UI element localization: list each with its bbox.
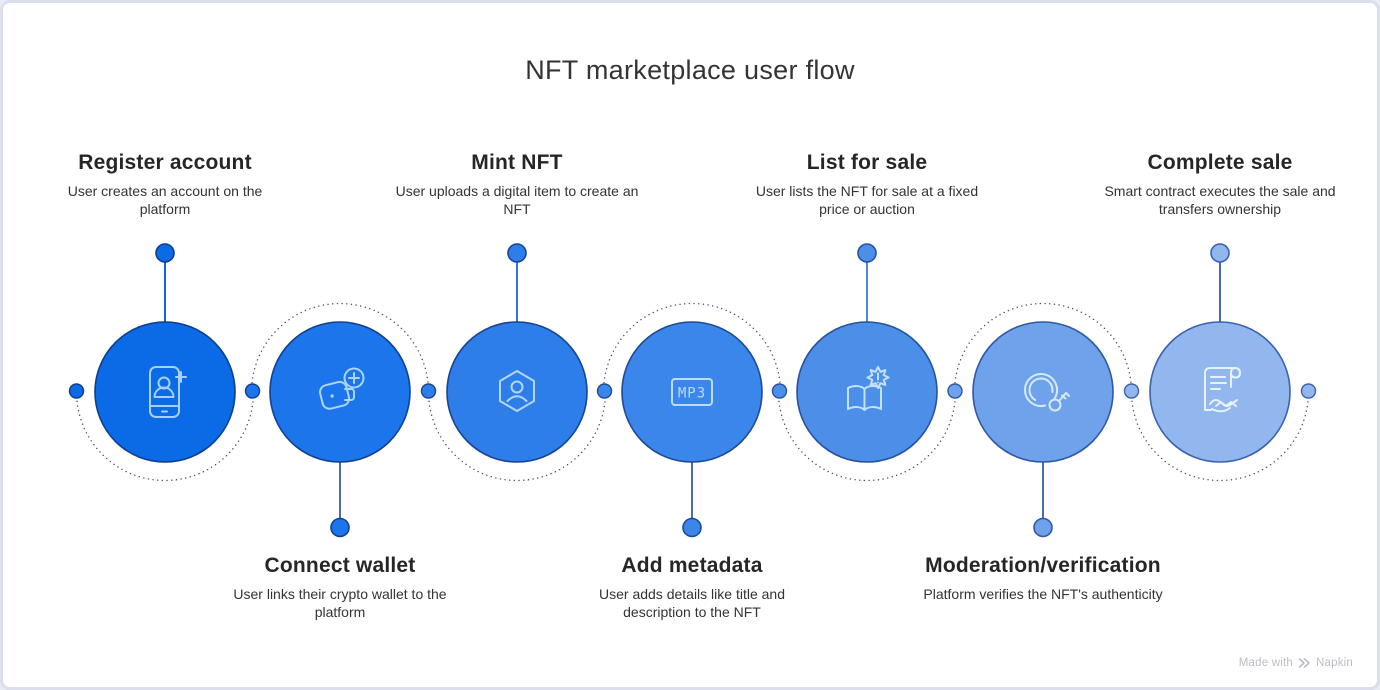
step-title: Mint NFT xyxy=(471,151,563,174)
connector-node-dot xyxy=(1300,383,1317,399)
step-title: Complete sale xyxy=(1147,151,1293,174)
contract-handshake-icon xyxy=(1204,367,1241,413)
step-description: Platform verifies the NFT's authenticity xyxy=(923,586,1163,602)
step-circle xyxy=(796,321,938,463)
connector-node-dot xyxy=(596,383,613,399)
step-label-add-metadata: Add metadata User adds details like titl… xyxy=(542,554,842,622)
diagram-title: NFT marketplace user flow xyxy=(525,55,855,85)
step-label-moderation: Moderation/verification Platform verifie… xyxy=(893,554,1193,603)
label-connector-dot xyxy=(857,243,877,263)
step-description: User lists the NFT for sale at a fixed p… xyxy=(755,183,979,218)
step-description: User uploads a digital item to create an… xyxy=(395,183,639,218)
step-title: Register account xyxy=(78,151,252,174)
step-title: Connect wallet xyxy=(264,554,416,577)
step-description: User adds details like title and descrip… xyxy=(599,586,785,621)
napkin-watermark: Made with Napkin xyxy=(1239,657,1353,669)
step-description: User creates an account on the platform xyxy=(67,183,263,218)
label-connector-dot xyxy=(330,517,350,538)
label-connector-dot xyxy=(1210,243,1230,263)
step-label-list-for-sale: List for sale User lists the NFT for sal… xyxy=(717,151,1017,219)
step-label-complete-sale: Complete sale Smart contract executes th… xyxy=(1070,151,1370,219)
step-circle xyxy=(621,321,763,463)
step-description: Smart contract executes the sale and tra… xyxy=(1104,183,1336,218)
step-title: Add metadata xyxy=(621,554,763,577)
verification-key-icon xyxy=(1024,373,1070,412)
book-alert-icon xyxy=(847,366,890,411)
label-connector-dot xyxy=(682,517,702,538)
step-title: List for sale xyxy=(806,151,928,174)
step-circle xyxy=(269,321,411,463)
step-circle xyxy=(972,321,1114,463)
step-description: User links their crypto wallet to the pl… xyxy=(233,586,447,621)
step-label-mint-nft: Mint NFT User uploads a digital item to … xyxy=(367,151,667,219)
connector-node-dot xyxy=(947,383,963,399)
mp3-file-icon: MP3 xyxy=(671,378,713,406)
label-connector-dot xyxy=(1033,517,1053,538)
watermark-brand: Napkin xyxy=(1316,657,1353,669)
connector-node-dot xyxy=(68,383,85,399)
step-circle xyxy=(94,321,236,463)
phone-user-plus-icon xyxy=(149,366,187,418)
step-circle xyxy=(1149,321,1291,463)
step-label-connect-wallet: Connect wallet User links their crypto w… xyxy=(190,554,490,622)
napkin-logo-icon xyxy=(1298,658,1310,668)
connector-node-dot xyxy=(420,383,437,399)
watermark-prefix: Made with xyxy=(1238,657,1293,669)
label-connector-dot xyxy=(507,243,527,263)
connector-node-dot xyxy=(771,383,788,399)
wallet-plus-icon xyxy=(319,367,365,410)
step-label-register: Register account User creates an account… xyxy=(15,151,315,219)
connector-node-dot xyxy=(244,383,261,399)
step-title: Moderation/verification xyxy=(925,554,1161,577)
label-connector-dot xyxy=(155,243,175,263)
connector-node-dot xyxy=(1123,383,1140,399)
hexagon-user-icon xyxy=(499,370,535,412)
flow-graphics: MP3 xyxy=(3,3,1377,687)
mp3-label: MP3 xyxy=(678,386,706,402)
